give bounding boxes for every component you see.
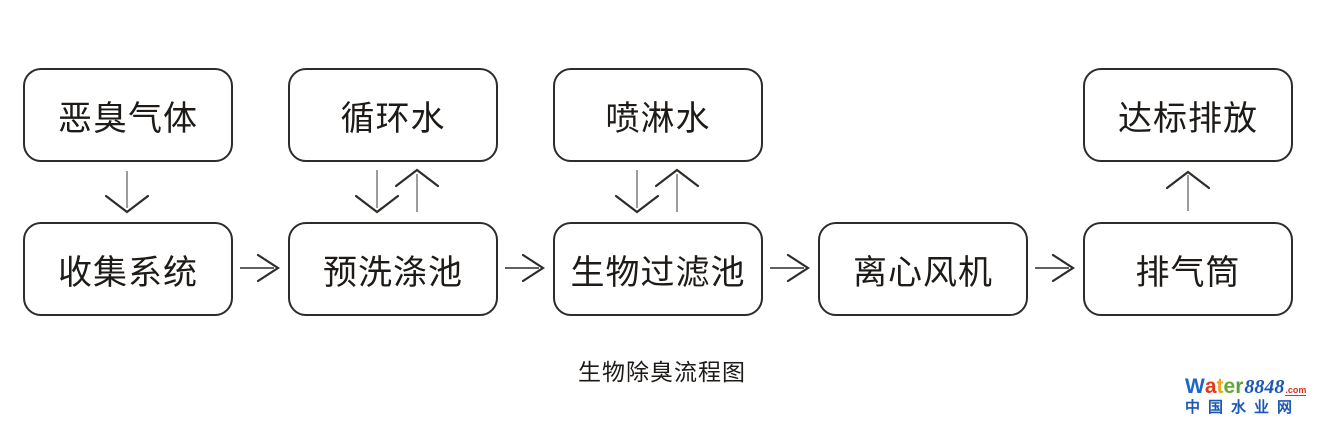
node-exhaust-stack-label: 排气筒 — [1135, 253, 1241, 292]
arrow-spray-water-down — [614, 170, 660, 214]
arrow-stack-to-discharge — [1165, 170, 1211, 211]
arrow-biofilter-to-fan — [770, 253, 811, 283]
node-circulating-water: 循环水 — [288, 68, 498, 162]
logo-letter-r: r — [1235, 375, 1244, 398]
node-standard-discharge-label: 达标排放 — [1118, 99, 1258, 138]
arrow-gas-to-collection — [104, 171, 150, 214]
water8848-logo: W a t e r 8848 .com — [1185, 375, 1307, 398]
logo-tld-com: .com — [1285, 385, 1307, 396]
logo-letter-e: e — [1223, 375, 1236, 398]
arrow-circulating-water-down — [354, 170, 400, 214]
node-prewash-tank-label: 预洗涤池 — [323, 253, 463, 292]
logo-letter-t: t — [1216, 375, 1224, 398]
node-standard-discharge: 达标排放 — [1083, 68, 1293, 162]
arrow-collection-to-prewash — [240, 253, 281, 283]
water8848-watermark: W a t e r 8848 .com 中国水业网 — [1185, 375, 1307, 416]
node-biofilter-tank-label: 生物过滤池 — [570, 253, 746, 292]
logo-number-8848: 8848 — [1244, 376, 1285, 398]
node-centrifugal-fan: 离心风机 — [818, 222, 1028, 316]
diagram-caption: 生物除臭流程图 — [578, 359, 746, 385]
node-spray-water-label: 喷淋水 — [605, 99, 711, 138]
logo-letter-w: W — [1185, 375, 1205, 398]
node-centrifugal-fan-label: 离心风机 — [853, 253, 993, 292]
arrow-prewash-to-biofilter — [505, 253, 546, 283]
logo-tagline: 中国水业网 — [1185, 399, 1301, 416]
node-exhaust-stack: 排气筒 — [1083, 222, 1293, 316]
node-collection-system-label: 收集系统 — [58, 253, 198, 292]
arrow-fan-to-stack — [1035, 253, 1076, 283]
node-spray-water: 喷淋水 — [553, 68, 763, 162]
node-odor-gas-label: 恶臭气体 — [58, 99, 198, 138]
node-prewash-tank: 预洗涤池 — [288, 222, 498, 316]
node-collection-system: 收集系统 — [23, 222, 233, 316]
arrow-prewash-return-up — [394, 168, 440, 212]
node-odor-gas: 恶臭气体 — [23, 68, 233, 162]
node-circulating-water-label: 循环水 — [340, 99, 446, 138]
logo-letter-a: a — [1204, 375, 1217, 398]
arrow-biofilter-return-up — [654, 168, 700, 212]
node-biofilter-tank: 生物过滤池 — [553, 222, 763, 316]
